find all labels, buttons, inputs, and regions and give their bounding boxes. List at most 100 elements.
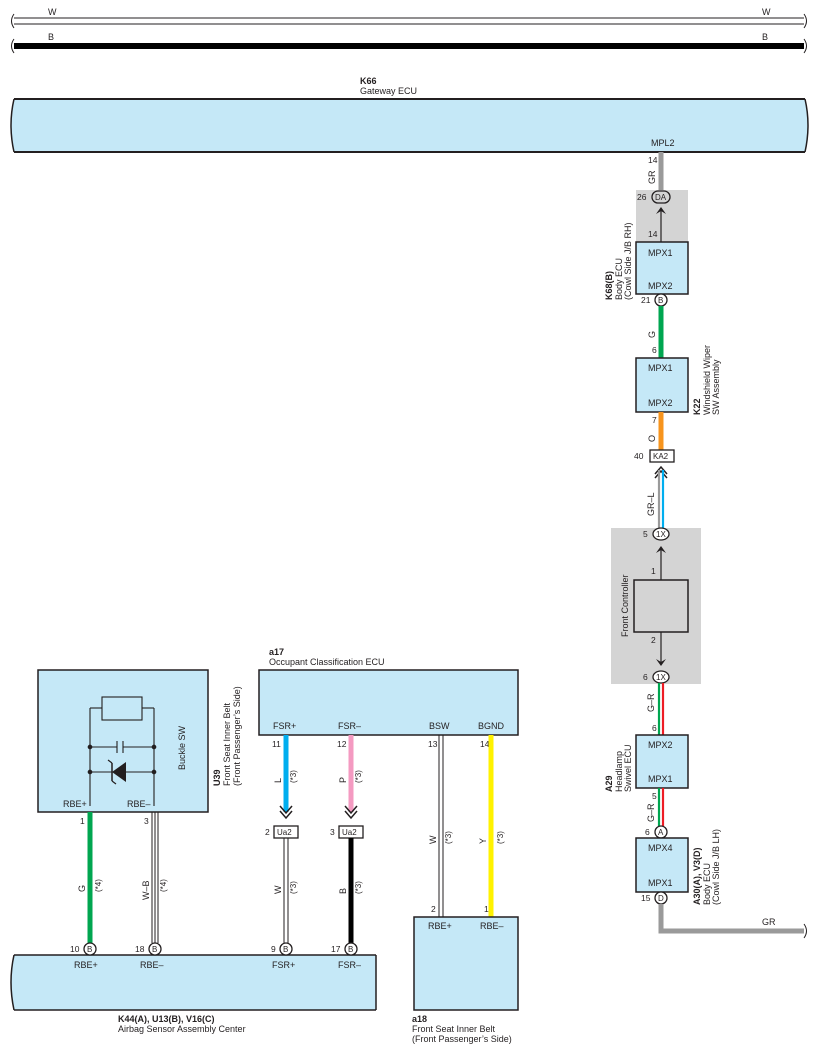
bus-w-label-right: W [762, 7, 771, 17]
fsr-plus-bottom-note: (*3) [289, 881, 298, 894]
da-arrow-icon [656, 207, 666, 214]
a29-terminal-2: MPX1 [648, 774, 673, 784]
a18-pin-1: 1 [484, 904, 489, 914]
a30-sub: (Cowl Side J/B LH) [711, 829, 721, 905]
wire-1x-a29: G–R 6 [646, 683, 665, 735]
da-connector-pin: 26 [637, 192, 647, 202]
a30-gr-label: GR [762, 917, 776, 927]
wire-a17-fsr-minus: P (*3) Ua2 3 [330, 735, 364, 839]
wire-fsr-plus-bottom: W (*3) [273, 838, 298, 943]
u39-code: U39 [212, 769, 222, 786]
u39-terminal-2: RBE– [127, 799, 151, 809]
a18-terminal-2: RBE– [480, 921, 504, 931]
ka2-connector [649, 449, 675, 463]
bsw-note: (*3) [444, 831, 453, 844]
a18-front-seat-inner-belt: RBE+ RBE– a18 Front Seat Inner Belt (Fro… [412, 916, 519, 1044]
a17-occupant-classification-ecu: a17 Occupant Classification ECU FSR+ FSR… [258, 647, 519, 749]
k66-code: K66 [360, 76, 377, 86]
k68-connector-label: B [658, 296, 663, 305]
k44-terminal-rbe-plus: RBE+ [74, 960, 98, 970]
a30-connector-a-label: A [658, 828, 664, 837]
buckle-switch-label: Buckle SW [177, 725, 187, 770]
wire-a17-bsw: W (*3) 2 [428, 735, 453, 917]
k44-connector-9-label: B [283, 945, 288, 954]
bus-b-label-left: B [48, 32, 54, 42]
k44-pin-10: 10 [70, 944, 80, 954]
a30-name: Body ECU [702, 863, 712, 905]
a29-terminal-1: MPX2 [648, 740, 673, 750]
k44-terminal-fsr-plus: FSR+ [272, 960, 295, 970]
k68-sub: (Cowl Side J/B RH) [623, 222, 633, 300]
k44-connector-9 [279, 942, 293, 956]
u39-name: Front Seat Inner Belt [222, 702, 232, 786]
front-controller-box [633, 579, 689, 633]
a18-sub: (Front Passenger’s Side) [412, 1034, 512, 1044]
bus-w: W W [11, 7, 807, 29]
k44-code: K44(A), U13(B), V16(C) [118, 1014, 215, 1024]
ua2-plus-label: Ua2 [277, 828, 292, 837]
k44-connector-17-label: B [348, 945, 353, 954]
a17-terminal-bgnd: BGND [478, 721, 505, 731]
front-controller-pin-top: 1 [651, 566, 656, 576]
wire-u39-rbe-plus: 1 G (*4) [77, 812, 103, 943]
a17-code: a17 [269, 647, 284, 657]
k68-name: Body ECU [614, 258, 624, 300]
1x-top-connector [652, 527, 670, 541]
k22-code: K22 [692, 398, 702, 415]
bgnd-wire-color: Y [478, 838, 488, 844]
a30-body-ecu: MPX4 MPX1 A30(A), V3(D) Body ECU (Cowl S… [635, 829, 721, 905]
1x-top-pin: 5 [643, 529, 648, 539]
k44-connector-17 [344, 942, 358, 956]
da-connector-label: DA [655, 193, 667, 202]
u39-front-seat-inner-belt: U39 Front Seat Inner Belt (Front Passeng… [37, 669, 242, 813]
u39-pin1: 1 [80, 816, 85, 826]
k44-terminal-fsr-minus: FSR– [338, 960, 361, 970]
k66-pin: 14 [648, 155, 658, 165]
front-controller-pin-bottom: 2 [651, 635, 656, 645]
1x-bottom-arrow-icon [656, 659, 666, 666]
wire-k68-k22: G 6 [647, 306, 664, 358]
1x-bottom-label: 1X [656, 673, 666, 682]
a29-a30-wire-color: G–R [646, 803, 656, 822]
a30-terminal-1: MPX4 [648, 843, 673, 853]
k22-pin-out: 7 [652, 415, 657, 425]
k68-connector-pin: 21 [641, 295, 651, 305]
bsw-wire-color: W [428, 835, 438, 844]
a17-pin-11: 11 [272, 739, 281, 749]
wire-a17-bgnd: Y (*3) 1 [478, 735, 505, 917]
k68-body-ecu: MPX1 MPX2 K68(B) Body ECU (Cowl Side J/B… [604, 222, 689, 307]
k68-terminal-2: MPX2 [648, 281, 673, 291]
k44-pin-18: 18 [135, 944, 145, 954]
k22-ka2-wire-color: O [647, 435, 657, 442]
a17-pin-14: 14 [480, 739, 490, 749]
k44-connector-18-label: B [152, 945, 157, 954]
bus-b: B B [11, 32, 807, 54]
fsr-plus-top-note: (*3) [289, 770, 298, 783]
a17-terminal-bsw: BSW [429, 721, 450, 731]
wire-ka2-1x: GR–L [646, 470, 665, 528]
k68-code: K68(B) [604, 271, 614, 300]
k44-terminal-rbe-minus: RBE– [140, 960, 164, 970]
fsr-minus-bottom-wire-color: B [338, 888, 348, 894]
a29-name: Headlamp [614, 751, 624, 792]
k22-terminal-2: MPX2 [648, 398, 673, 408]
u39-rbe-plus-wire-color: G [77, 885, 87, 892]
ua2-plus-arrow-icon [279, 810, 293, 820]
k66-gateway-ecu: K66 Gateway ECU MPL2 [10, 76, 809, 153]
1x-a29-wire-color: G–R [646, 693, 656, 712]
wire-k66-da: 14 GR [647, 152, 664, 190]
a30-code: A30(A), V3(D) [692, 847, 702, 905]
k66-name: Gateway ECU [360, 86, 417, 96]
wire-fsr-minus-bottom: B (*3) [338, 838, 363, 943]
ua2-minus-pin: 3 [330, 827, 335, 837]
fsr-minus-top-note: (*3) [354, 770, 363, 783]
k44-connector-18 [148, 942, 162, 956]
u39-rbe-minus-wire-color: W–B [141, 880, 151, 900]
a18-pin-2: 2 [431, 904, 436, 914]
k68-pin-top: 14 [648, 229, 658, 239]
k68-terminal-1: MPX1 [648, 248, 673, 258]
wire-a30-gr: GR [658, 904, 807, 939]
k22-name: Windshield Wiper [702, 345, 712, 415]
a29-pin-in: 6 [652, 723, 657, 733]
